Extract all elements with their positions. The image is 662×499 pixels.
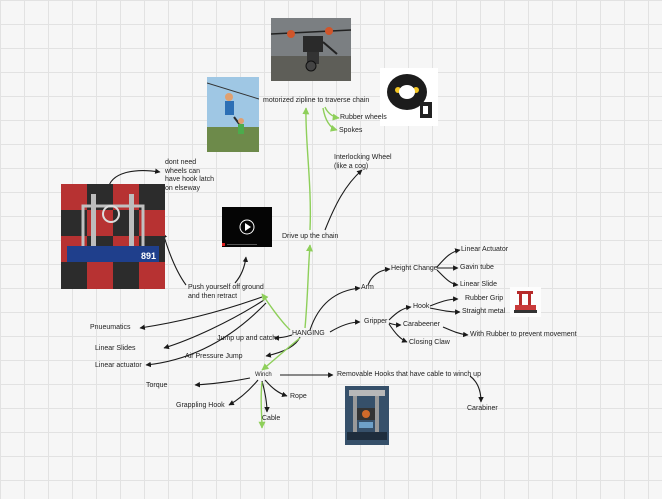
edge-hook-grip [429, 296, 459, 307]
node-linear-slides: Linear Slides [95, 345, 136, 352]
edge-hanging-jump [273, 334, 293, 341]
edge-hanging-drive [304, 244, 313, 329]
node-arm-linear-slide: Linear Slide [460, 281, 497, 288]
edge-winch-rope [264, 379, 288, 398]
node-interlocking-wheel: Interlocking Wheel (like a cog) [334, 154, 392, 171]
node-hanging: HANGING [292, 330, 325, 337]
edge-hanging-winch [261, 337, 301, 371]
node-gavin-tube: Gavin tube [460, 264, 494, 271]
node-grappling-hook: Grappling Hook [176, 402, 225, 409]
interlocking-wheel-line1: Interlocking Wheel [334, 154, 392, 161]
edge-gripper-carabeener [388, 322, 402, 328]
edge-push-slides [163, 299, 265, 350]
node-drive-up-chain: Drive up the chain [282, 233, 339, 240]
video-thumbnail[interactable] [222, 207, 272, 247]
node-linear-actuator: Linear actuator [95, 362, 142, 369]
edge-winch-torque [194, 377, 251, 388]
node-rubber-wheels: Rubber wheels [340, 114, 387, 121]
node-air-pressure-jump: Air Pressure Jump [185, 353, 243, 360]
edge-winch-cable [261, 380, 270, 413]
edge-zipline-spokes [322, 107, 338, 132]
edge-drive-interlock [324, 169, 363, 231]
edge-gripper-hook [388, 304, 412, 321]
edge-hanging-push [261, 293, 291, 331]
node-with-rubber: With Rubber to prevent movement [470, 331, 577, 338]
edge-height-slide [436, 269, 459, 288]
edge-arm-height [367, 266, 391, 286]
edge-hook-metal [429, 307, 461, 315]
node-hook: Hook [413, 303, 430, 310]
edge-zipline-wheels [324, 106, 340, 121]
node-zipline: motorized zipline to traverse chain [263, 97, 370, 104]
edge-push-actuator [145, 302, 267, 368]
node-push-off-ground: Push yourself off ground and then retrac… [188, 284, 264, 301]
node-rope: Rope [290, 393, 307, 400]
node-height-change: Height Change [391, 265, 438, 272]
edge-push-pneumatics [139, 296, 263, 330]
edge-gripper-claw [388, 323, 408, 343]
robot-photo: 891 [61, 184, 165, 289]
node-winch: Winch [255, 372, 272, 378]
node-rubber-grip: Rubber Grip [465, 295, 504, 302]
push-off-line2: and then retract [188, 292, 238, 300]
wheel-photo [380, 68, 438, 126]
node-carabeener: Carabeener [403, 321, 440, 328]
node-cable: Cable [262, 415, 281, 422]
svg-text:891: 891 [141, 251, 156, 261]
no-wheels-line4: on elseway [165, 184, 201, 192]
no-wheels-line2: wheels can [165, 167, 201, 175]
node-no-wheels-note: dont need wheels can have hook latch on … [165, 159, 214, 193]
node-carabiner: Carabiner [467, 405, 498, 412]
node-spokes: Spokes [339, 127, 363, 134]
edge-push-video [234, 256, 249, 284]
gripper-photo [510, 287, 541, 317]
edge-winch-image [258, 381, 266, 429]
zipline-rider-photo [207, 77, 259, 152]
edge-hooks-carabiner [469, 375, 484, 403]
node-arm: Arm [361, 284, 374, 291]
node-gripper: Gripper [364, 318, 388, 325]
node-straight-metal: Straight metal [462, 308, 506, 315]
edge-push-photo [161, 232, 187, 286]
interlocking-wheel-line2: (like a cog) [334, 162, 369, 170]
node-arm-linear-actuator: Linear Actuator [461, 246, 509, 253]
edge-carabeener-rubber [442, 326, 469, 338]
edge-drive-zipline [302, 107, 312, 231]
no-wheels-line3: have hook latch [165, 176, 215, 183]
node-removable-hooks: Removable Hooks that have cable to winch… [337, 371, 481, 378]
edge-height-actuator [436, 248, 461, 268]
winch-photo [345, 386, 389, 445]
node-torque: Torque [146, 382, 168, 389]
edge-hanging-arm [309, 285, 361, 331]
node-pneumatics: Pnueumatics [90, 324, 131, 331]
edge-winch-grappling [228, 379, 259, 406]
node-jump-and-catch: Jump up and catch [217, 335, 277, 342]
node-closing-claw: Closing Claw [409, 339, 450, 346]
no-wheels-line1: dont need [165, 159, 197, 166]
edge-hanging-gripper [329, 319, 361, 333]
push-off-line1: Push yourself off ground [188, 284, 264, 291]
zipline-mechanism-photo [271, 18, 351, 81]
